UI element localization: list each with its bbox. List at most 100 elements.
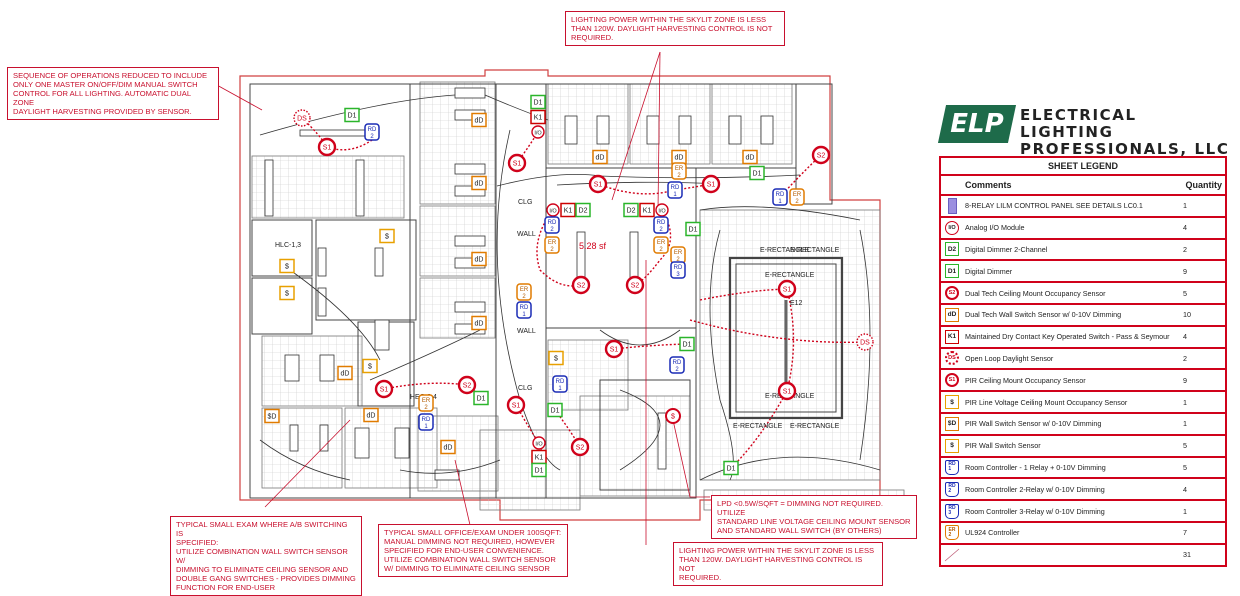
legend-quantity: 4 bbox=[1183, 332, 1187, 342]
analog-io-module-symbol: I/O bbox=[532, 436, 546, 450]
symbol-label: S1 bbox=[594, 182, 603, 189]
legend-quantity: 5 bbox=[1183, 441, 1187, 451]
symbol-label: D1 bbox=[683, 342, 692, 349]
analog-io-module-symbol: I/O bbox=[531, 125, 545, 139]
symbol-label: dD bbox=[675, 155, 684, 162]
digital-dimmer-symbol: D1 bbox=[531, 462, 547, 478]
legend-title: SHEET LEGEND bbox=[941, 158, 1225, 176]
pir-ceiling-sensor-symbol: S1 bbox=[374, 379, 394, 399]
symbol-label: dD bbox=[475, 257, 484, 264]
symbol-label: 1 bbox=[558, 386, 562, 392]
pir-ceiling-sensor-symbol: S1 bbox=[507, 153, 527, 173]
symbol-label: K1 bbox=[534, 115, 543, 122]
symbol-label: I/O bbox=[535, 442, 543, 448]
pir-ceiling-sensor-symbol: S1 bbox=[777, 381, 797, 401]
symbol-label: ER bbox=[422, 398, 431, 404]
symbol-label: dD bbox=[596, 155, 605, 162]
legend-header: Comments Quantity bbox=[941, 176, 1225, 196]
dual-tech-wall-sensor-symbol: dD bbox=[742, 149, 758, 165]
symbol-label: ER bbox=[520, 287, 529, 293]
note-small-office: TYPICAL SMALL OFFICE/EXAM UNDER 100SQFT:… bbox=[378, 524, 568, 577]
pir-wall-sensor-symbol: $ bbox=[548, 350, 564, 366]
symbol-label: RD bbox=[548, 220, 557, 226]
symbol-label: ER bbox=[793, 192, 802, 198]
symbol-label: RD bbox=[674, 265, 683, 271]
symbol-label: 1 bbox=[778, 199, 782, 205]
symbol-label: K1 bbox=[643, 208, 652, 215]
dual-tech-wall-sensor-symbol: dD bbox=[471, 251, 487, 267]
symbol-label: S1 bbox=[380, 387, 389, 394]
symbol-label: S1 bbox=[783, 287, 792, 294]
logo-mark: ELP bbox=[937, 105, 1017, 143]
legend-comment: Digital Dimmer 2-Channel bbox=[965, 244, 1048, 254]
analog-io-module-symbol: I/O bbox=[546, 203, 560, 217]
symbol-label: $D bbox=[268, 414, 277, 421]
dual-tech-wall-sensor-symbol: dD bbox=[440, 439, 456, 455]
dual-tech-wall-sensor-symbol: dD bbox=[471, 175, 487, 191]
symbol-label: D1 bbox=[477, 396, 486, 403]
dual-tech-wall-sensor-icon: dD bbox=[941, 307, 963, 322]
analog-io-icon: I/O bbox=[941, 220, 963, 235]
dual-tech-ceiling-sensor-symbol: S2 bbox=[811, 145, 831, 165]
pir-wall-sensor-symbol: $ bbox=[279, 258, 295, 274]
symbol-label: 2 bbox=[659, 247, 663, 253]
legend-quantity: 7 bbox=[1183, 528, 1187, 538]
symbol-label: 2 bbox=[659, 227, 663, 233]
hlc-label: HLC-1,3 bbox=[275, 242, 301, 249]
symbol-label: S1 bbox=[323, 145, 332, 152]
symbol-label: 2 bbox=[522, 294, 526, 300]
key-switch-symbol: K1 bbox=[560, 202, 576, 218]
dual-tech-ceiling-sensor-symbol: S2 bbox=[457, 375, 477, 395]
dual-tech-ceiling-sensor-symbol: S2 bbox=[625, 275, 645, 295]
symbol-label: ER bbox=[657, 240, 666, 246]
note-skylit-zone-bottom: LIGHTING POWER WITHIN THE SKYLIT ZONE IS… bbox=[673, 542, 883, 586]
pir-ceiling-sensor-symbol: S1 bbox=[506, 395, 526, 415]
clg-label: CLG bbox=[518, 199, 532, 206]
room-controller-1-symbol: RD1 bbox=[772, 188, 788, 206]
dual-tech-wall-sensor-symbol: dD bbox=[592, 149, 608, 165]
pir-ceiling-sensor-symbol: S1 bbox=[588, 174, 608, 194]
dual-tech-wall-sensor-symbol: dD bbox=[671, 149, 687, 165]
symbol-label: 1 bbox=[522, 312, 526, 318]
legend-comment: PIR Wall Switch Sensor bbox=[965, 441, 1041, 451]
note-skylit-zone-top: LIGHTING POWER WITHIN THE SKYLIT ZONE IS… bbox=[565, 11, 785, 46]
symbol-label: RD bbox=[671, 185, 680, 191]
note-lpd: LPD <0.5W/SQFT = DIMMING NOT REQUIRED. U… bbox=[711, 495, 917, 539]
wire-icon bbox=[941, 548, 963, 562]
pir-wall-dimming-sensor-icon: $D bbox=[941, 416, 963, 431]
symbol-label: S1 bbox=[513, 161, 522, 168]
digital-dimmer-symbol: D1 bbox=[749, 165, 765, 181]
symbol-label: S2 bbox=[576, 445, 585, 452]
dual-tech-wall-sensor-symbol: dD bbox=[337, 365, 353, 381]
symbol-label: RD bbox=[368, 127, 377, 133]
digital-dimmer-symbol: D1 bbox=[530, 94, 546, 110]
leader-lines bbox=[214, 51, 710, 545]
legend-quantity: 1 bbox=[1183, 201, 1187, 211]
pir-ceiling-sensor-symbol: S1 bbox=[777, 279, 797, 299]
e12-label: E12 bbox=[790, 300, 803, 307]
symbol-label: ER bbox=[675, 166, 684, 172]
symbol-label: 3 bbox=[676, 272, 680, 278]
legend-comment: Dual Tech Ceiling Mount Occupancy Sensor bbox=[965, 288, 1106, 298]
legend-quantity: 9 bbox=[1183, 375, 1187, 385]
pir-wall-sensor-icon: $ bbox=[941, 438, 963, 453]
digital-dimmer-symbol: D1 bbox=[473, 390, 489, 406]
dimmer-2ch-icon: D2 bbox=[941, 242, 963, 257]
dimmer-icon: D1 bbox=[941, 264, 963, 279]
ul924-controller-symbol: ER2 bbox=[789, 188, 805, 206]
legend-comment: Dual Tech Wall Switch Sensor w/ 0-10V Di… bbox=[965, 310, 1122, 320]
symbol-label: $ bbox=[554, 356, 558, 363]
legend-quantity: 1 bbox=[1183, 419, 1187, 429]
legend-comment: 8-RELAY LILM CONTROL PANEL SEE DETAILS L… bbox=[965, 201, 1143, 211]
symbol-label: DS bbox=[297, 116, 307, 123]
control-zones bbox=[301, 117, 866, 469]
legend-quantity: 1 bbox=[1183, 506, 1187, 516]
dual-tech-ceiling-sensor-icon: S2 bbox=[941, 286, 963, 301]
room-controller-1-symbol: RD1 bbox=[418, 413, 434, 431]
